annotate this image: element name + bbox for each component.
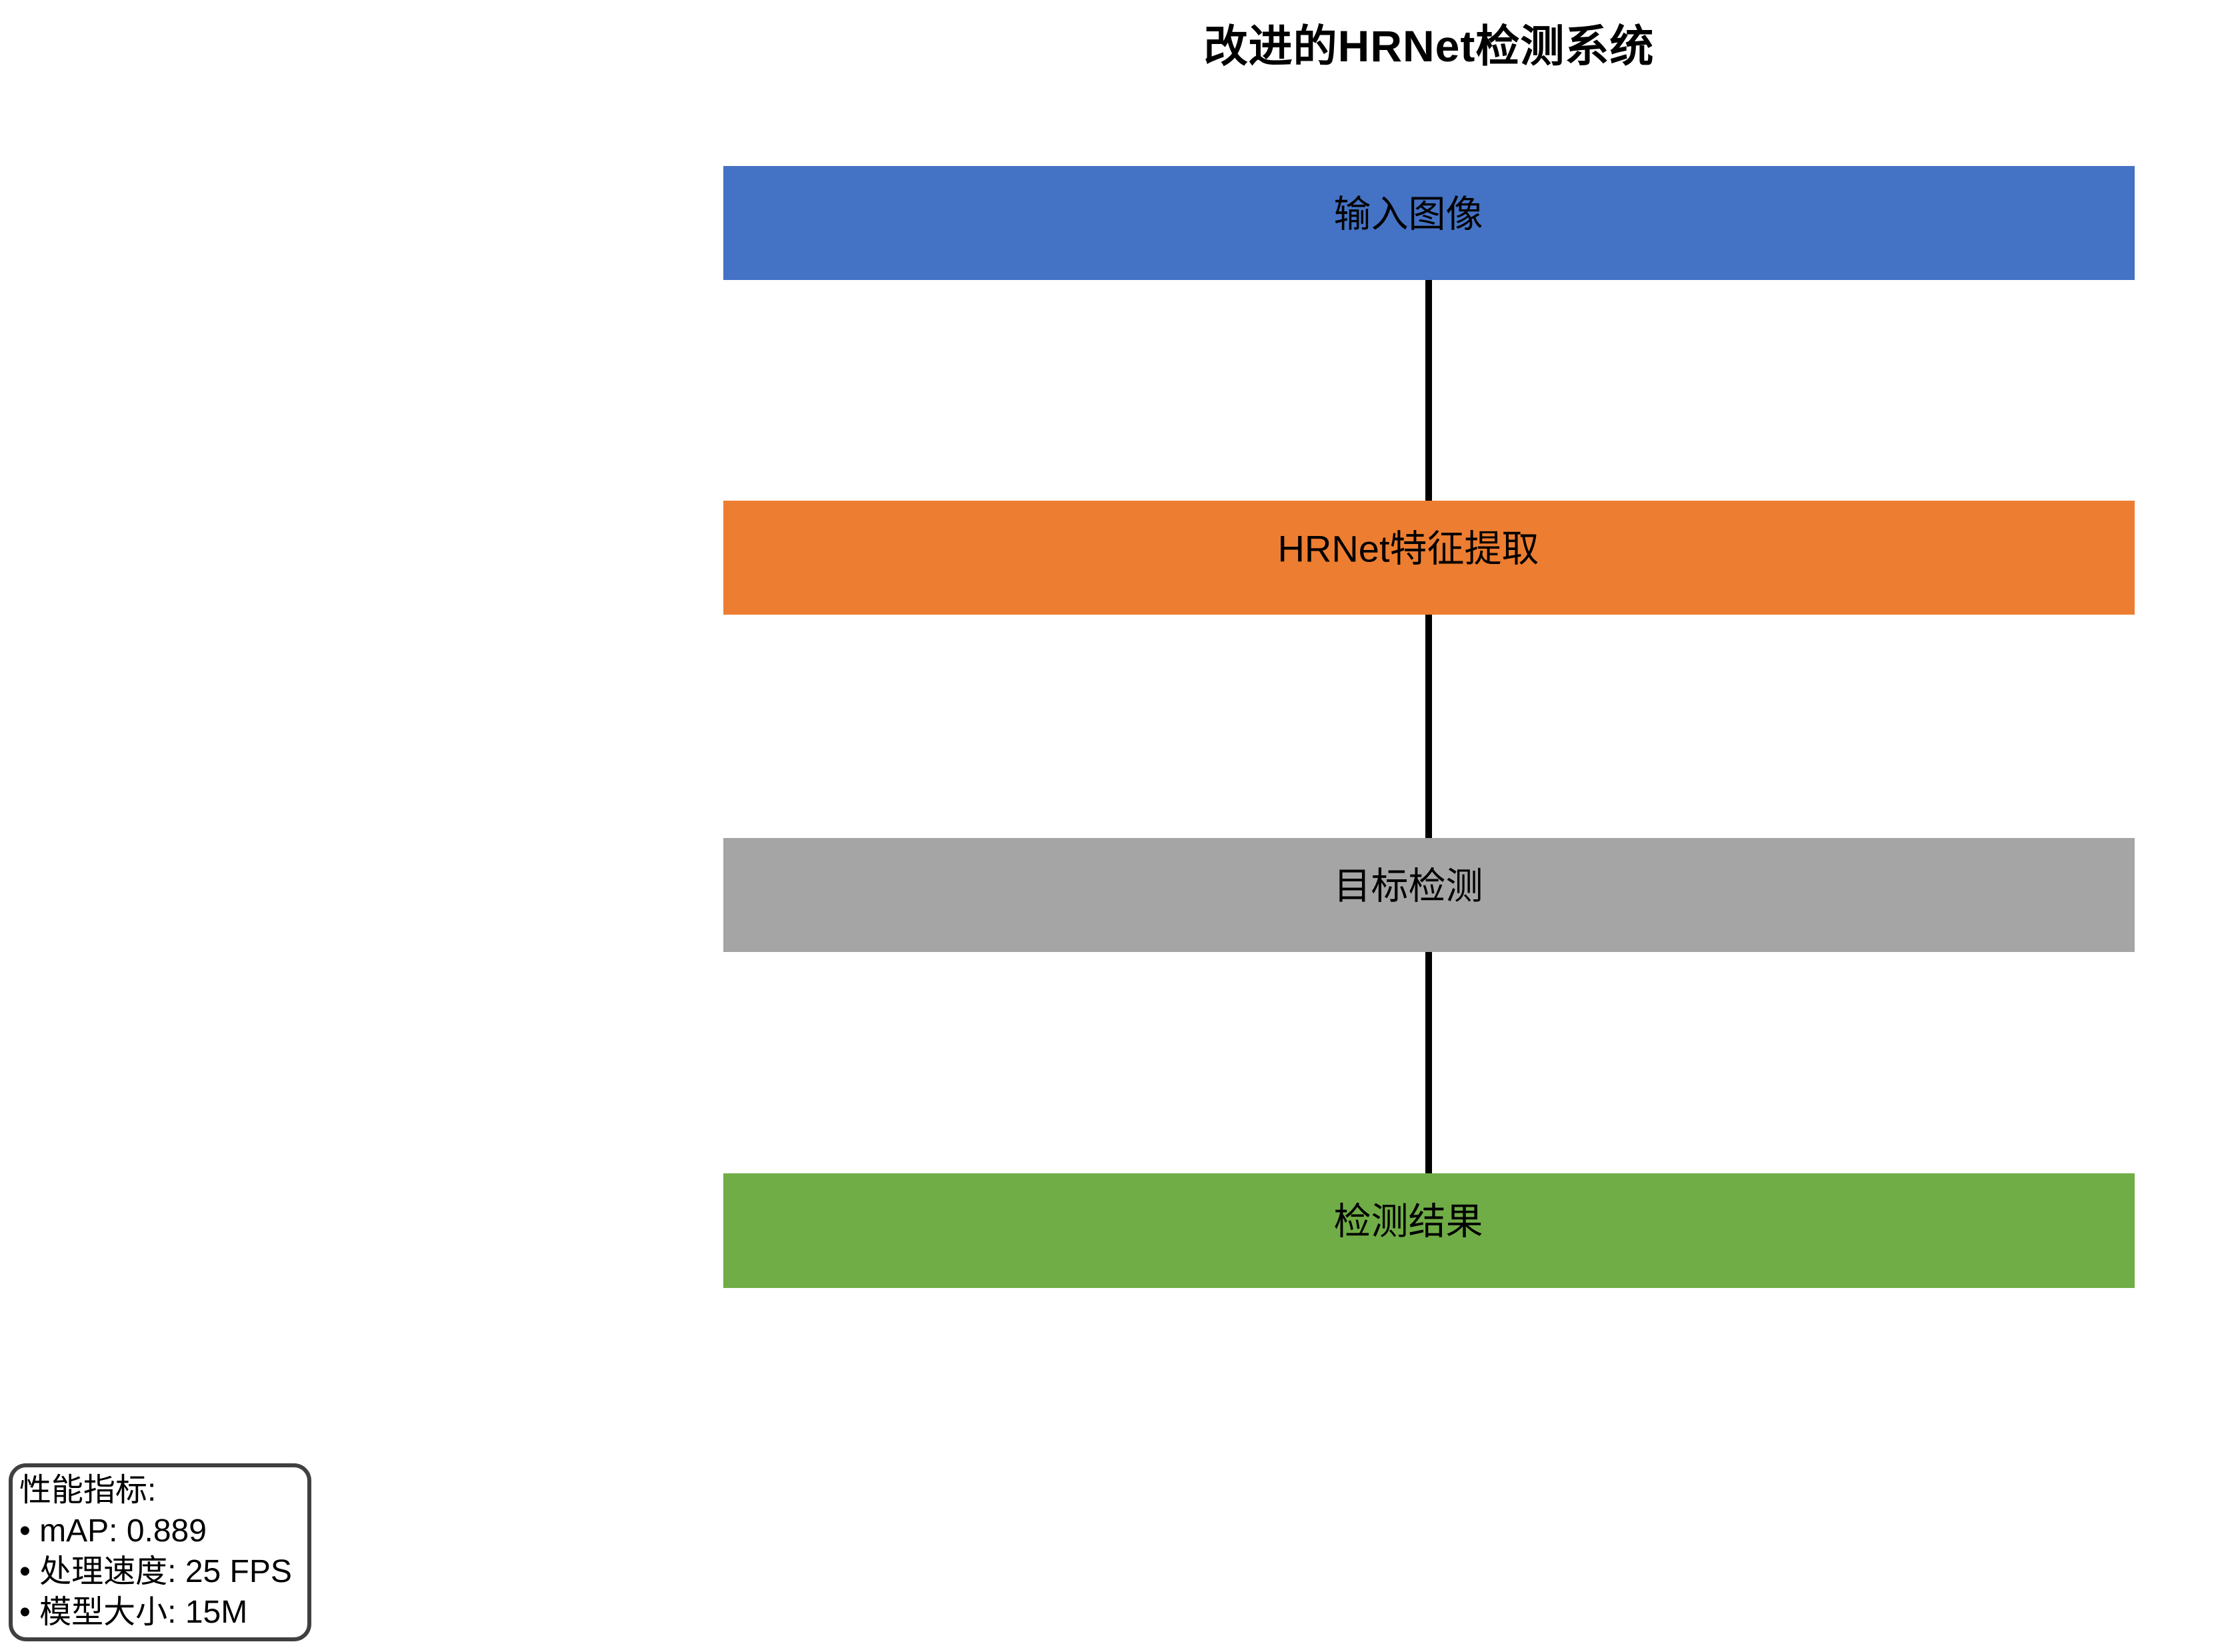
flow-node-object-detection-label: 目标检测 <box>1333 865 1483 907</box>
diagram-title: 改进的HRNet检测系统 <box>1203 21 1655 71</box>
metrics-item-model-size: • 模型大小: 15M <box>19 1595 248 1630</box>
connector-line-2 <box>1425 615 1432 838</box>
connector-line-3 <box>1425 952 1432 1173</box>
flow-node-input-image-label: 输入图像 <box>1333 193 1483 235</box>
flow-node-hrnet-feature-extraction-label: HRNet特征提取 <box>1277 527 1539 570</box>
flow-node-hrnet-feature-extraction: HRNet特征提取 <box>723 501 2135 615</box>
connector-line-1 <box>1425 280 1432 501</box>
metrics-item-speed: • 处理速度: 25 FPS <box>19 1554 292 1589</box>
flow-node-detection-result: 检测结果 <box>723 1173 2135 1288</box>
metrics-heading: 性能指标: <box>19 1473 157 1508</box>
flow-node-detection-result-label: 检测结果 <box>1333 1200 1483 1243</box>
flow-node-input-image: 输入图像 <box>723 166 2135 280</box>
metrics-panel: 性能指标: • mAP: 0.889 • 处理速度: 25 FPS • 模型大小… <box>9 1463 311 1641</box>
flow-node-object-detection: 目标检测 <box>723 838 2135 952</box>
metrics-item-map: • mAP: 0.889 <box>19 1513 207 1549</box>
